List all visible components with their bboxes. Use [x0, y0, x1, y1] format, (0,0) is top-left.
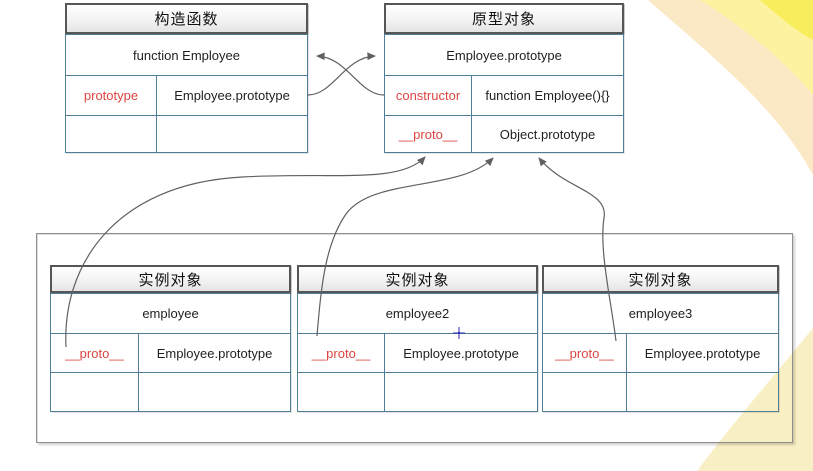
prototype-object-table-title: 原型对象: [384, 3, 624, 34]
prototype-key-cell: prototype: [66, 76, 157, 115]
proto-key-cell: __proto__: [298, 334, 385, 372]
instance-name-cell: employee: [142, 306, 199, 321]
constructor-table-title: 构造函数: [65, 3, 308, 34]
instance-name-cell: employee3: [628, 306, 693, 321]
prototype-object-table-body: Employee.prototype constructor function …: [384, 34, 624, 153]
top-right-cream-swoosh: [648, 0, 813, 175]
empty-key-cell: [298, 373, 385, 411]
instance-table-employee2: 实例对象 employee2 __proto__ Employee.protot…: [297, 265, 538, 412]
constructor-value-cell: function Employee(){}: [485, 88, 610, 103]
empty-value-cell: [385, 373, 537, 411]
proto-value-cell: Object.prototype: [499, 126, 596, 142]
proto-value-cell: Employee.prototype: [644, 345, 761, 361]
top-right-mid-swoosh: [700, 0, 813, 95]
proto-key-cell: __proto__: [51, 334, 139, 372]
prototype-value-cell: Employee.prototype: [174, 88, 290, 103]
instance-name-cell: employee2: [385, 306, 450, 321]
arrow-prototype-to-prototype-object: [307, 52, 376, 96]
instance-table-body: employee2 __proto__ Employee.prototype: [297, 293, 538, 412]
empty-value-cell: [139, 373, 290, 411]
constructor-table-body: function Employee prototype Employee.pro…: [65, 34, 308, 153]
proto-value-cell: Employee.prototype: [403, 345, 519, 361]
proto-value-cell: Employee.prototype: [156, 345, 273, 361]
proto-key-cell: __proto__: [543, 334, 627, 372]
empty-key-cell: [66, 116, 157, 152]
proto-key-cell: __proto__: [385, 116, 472, 152]
top-right-lemon-swoosh: [760, 0, 813, 40]
instance-table-body: employee3 __proto__ Employee.prototype: [542, 293, 779, 412]
empty-key-cell: [51, 373, 139, 411]
instance-table-body: employee __proto__ Employee.prototype: [50, 293, 291, 412]
instance-table-employee: 实例对象 employee __proto__ Employee.prototy…: [50, 265, 291, 412]
empty-value-cell: [627, 373, 778, 411]
prototype-object-name-cell: Employee.prototype: [446, 47, 562, 63]
empty-key-cell: [543, 373, 627, 411]
instance-table-title: 实例对象: [50, 265, 291, 293]
prototype-object-table: 原型对象 Employee.prototype constructor func…: [384, 3, 624, 153]
arrow-constructor-to-function: [316, 52, 385, 96]
instance-table-title: 实例对象: [542, 265, 779, 293]
constructor-table: 构造函数 function Employee prototype Employe…: [65, 3, 308, 153]
empty-value-cell: [157, 116, 307, 152]
constructor-key-cell: constructor: [385, 76, 472, 115]
instance-table-employee3: 实例对象 employee3 __proto__ Employee.protot…: [542, 265, 779, 412]
constructor-name-cell: function Employee: [133, 47, 240, 63]
instance-table-title: 实例对象: [297, 265, 538, 293]
